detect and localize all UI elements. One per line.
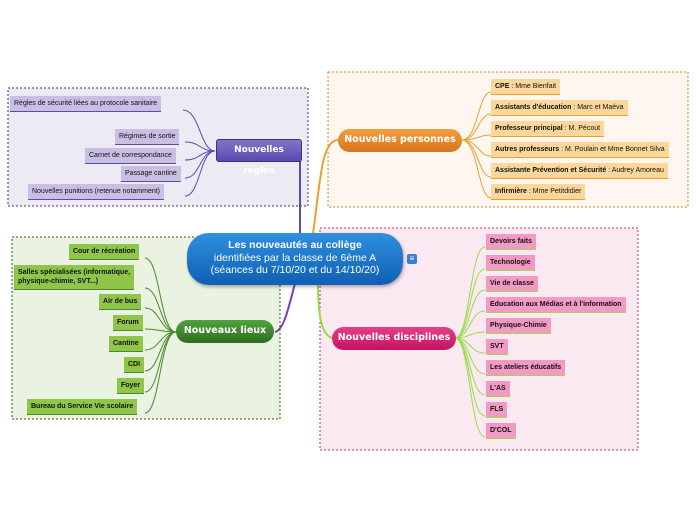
lieux-item[interactable]: Cantine	[109, 336, 143, 352]
role-label: Infirmière	[495, 188, 527, 195]
role-label: Autres professeurs	[495, 146, 560, 153]
main-topic-disciplines[interactable]: Nouvelles disciplines	[332, 327, 456, 350]
names-label: Audrey Amoreau	[611, 167, 664, 174]
role-label: CPE	[495, 83, 510, 90]
lieux-item-salles[interactable]: Salles spécialisées (informatique, physiq…	[14, 265, 135, 290]
names-label: Mme Bienfait	[515, 83, 557, 90]
personnes-item[interactable]: CPE : Mme Bienfait	[491, 79, 561, 95]
regles-item[interactable]: Règles de sécurité liées au protocole sa…	[10, 96, 162, 112]
lieux-item-line: Salles spécialisées (informatique,	[18, 269, 131, 276]
regles-item[interactable]: Nouvelles punitions (retenue notamment)	[28, 184, 165, 200]
lieux-item[interactable]: Forum	[113, 315, 143, 331]
personnes-item[interactable]: Assistante Prévention et Sécurité : Audr…	[491, 163, 668, 179]
central-dates: (séances du 7/10/20 et du 14/10/20)	[210, 264, 380, 276]
disciplines-item[interactable]: Physique-Chimie	[486, 318, 551, 334]
role-label: Assistants d'éducation	[495, 104, 572, 111]
names-label: Mme Petitdidier	[532, 188, 582, 195]
lieux-item[interactable]: Air de bus	[99, 294, 142, 310]
personnes-item[interactable]: Professeur principal : M. Pécout	[491, 121, 605, 137]
disciplines-item[interactable]: Devoirs faits	[486, 234, 537, 250]
lieux-item-line: physique-chimie, SVT...)	[18, 278, 99, 285]
regles-item[interactable]: Régimes de sortie	[115, 129, 180, 145]
disciplines-item[interactable]: Les ateliers éducatifs	[486, 360, 566, 376]
role-label: Professeur principal	[495, 125, 563, 132]
central-topic[interactable]: Les nouveautés au collège identifiées pa…	[187, 233, 403, 285]
names-label: M. Pécout	[568, 125, 601, 132]
regles-leaf-connectors	[182, 109, 216, 197]
note-icon[interactable]: ≡	[407, 254, 417, 264]
personnes-item[interactable]: Autres professeurs : M. Poulain et Mme B…	[491, 142, 669, 158]
disciplines-item[interactable]: Education aux Médias et à l'information	[486, 297, 626, 313]
main-topic-regles[interactable]: Nouvelles règles	[216, 139, 302, 176]
disciplines-item[interactable]: Technologie	[486, 255, 535, 271]
connector-lieux	[274, 279, 297, 333]
main-topic-lieux[interactable]: Nouveaux lieux	[176, 320, 274, 343]
lieux-item[interactable]: CDI	[124, 357, 145, 373]
disciplines-item[interactable]: D'COL	[486, 423, 516, 439]
role-label: Assistante Prévention et Sécurité	[495, 167, 607, 174]
lieux-item[interactable]: Cour de récréation	[69, 244, 140, 260]
disciplines-item[interactable]: SVT	[486, 339, 508, 355]
connector-disciplines	[317, 281, 333, 339]
disciplines-item[interactable]: Vie de classe	[486, 276, 538, 292]
lieux-item[interactable]: Bureau du Service Vie scolaire	[27, 399, 138, 415]
personnes-item[interactable]: Assistants d'éducation : Marc et Maéva	[491, 100, 628, 116]
regles-item[interactable]: Carnet de correspondance	[85, 148, 176, 164]
personnes-leaf-connectors	[461, 91, 492, 199]
central-title: Les nouveautés au collège	[228, 239, 362, 251]
connector-personnes	[311, 139, 339, 241]
regles-item[interactable]: Passage cantine	[121, 166, 181, 182]
main-topic-personnes[interactable]: Nouvelles personnes	[338, 129, 462, 152]
disciplines-item[interactable]: L'AS	[486, 381, 510, 397]
lieux-item[interactable]: Foyer	[117, 378, 145, 394]
central-subtitle: identifiées par la classe de 6ème A	[213, 251, 377, 264]
personnes-item[interactable]: Infirmière : Mme Petitdidier	[491, 184, 586, 200]
disciplines-item[interactable]: FLS	[486, 402, 508, 418]
lieux-leaf-connectors	[144, 257, 177, 414]
names-label: M. Poulain et Mme Bonnet Silva	[565, 146, 665, 153]
names-label: Marc et Maéva	[577, 104, 624, 111]
disciplines-leaf-connectors	[454, 246, 486, 438]
